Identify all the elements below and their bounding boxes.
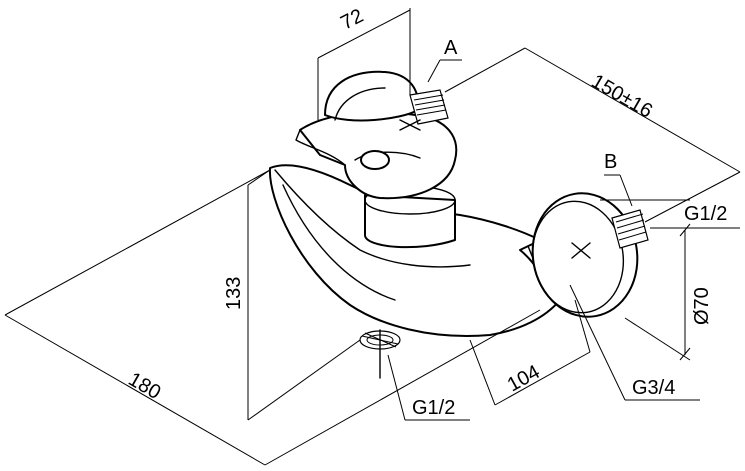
label-g12-bottom: G1/2 [412, 397, 455, 419]
label-g34: G3/4 [632, 377, 675, 399]
dim-104: 104 [504, 361, 544, 396]
inlet-thread-a [399, 89, 449, 131]
dimension-lines [4, 8, 741, 466]
dim-72: 72 [337, 5, 367, 35]
label-b: B [604, 151, 617, 173]
dim-133: 133 [223, 277, 245, 310]
dim-150: 150±16 [588, 70, 657, 122]
label-a: A [444, 37, 458, 59]
dim-180: 180 [125, 368, 165, 404]
mixer-body [268, 70, 571, 337]
wall-flange [531, 192, 649, 318]
label-g12-right: G1/2 [684, 203, 727, 225]
bottom-outlet-thread [359, 329, 401, 379]
dim-diameter-70: Ø70 [691, 287, 713, 325]
